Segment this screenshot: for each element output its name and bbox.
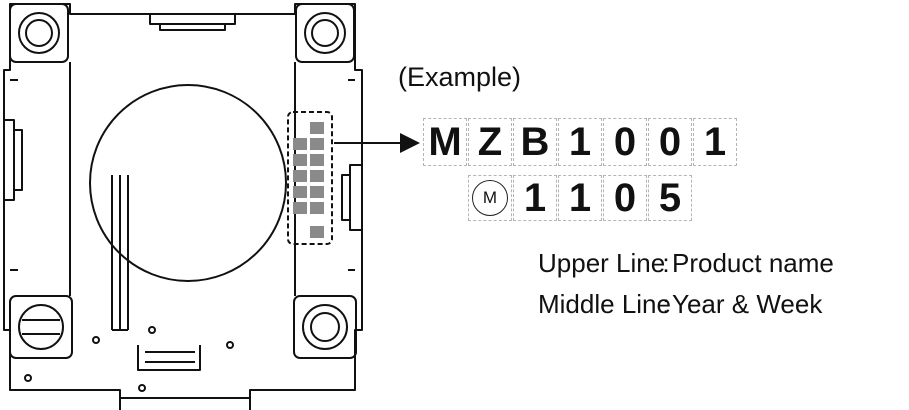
- top-clip: [149, 14, 236, 31]
- upper-char-cell: 0: [648, 118, 692, 166]
- legend-meaning: Year & Week: [672, 289, 823, 319]
- middle-char-cell: 0: [603, 175, 647, 221]
- corner-pad-bottom-right: [293, 295, 357, 359]
- middle-char-cell: 5: [648, 175, 692, 221]
- upper-char-cell: 1: [693, 118, 737, 166]
- legend-separator: :: [662, 248, 670, 278]
- component-body: [3, 3, 363, 399]
- corner-pad-top-left: [9, 3, 69, 63]
- marking-blocks: [293, 122, 324, 238]
- upper-char-cell: Z: [468, 118, 512, 166]
- legend-meaning: Product name: [672, 248, 834, 278]
- legend-separator: :: [662, 289, 670, 319]
- legend-middle-line: Middle Line:Year & Week: [538, 289, 822, 320]
- upper-char-cell: 0: [603, 118, 647, 166]
- marking-area: [287, 111, 333, 245]
- example-label: (Example): [398, 62, 522, 92]
- legend-line-label: Middle Line: [538, 289, 671, 319]
- manufacturer-mark-cell: M: [468, 175, 512, 221]
- manufacturer-mark-icon: M: [472, 180, 508, 216]
- legend-upper-line: Upper Line:Product name: [538, 248, 834, 279]
- bottom-terminal: [137, 345, 201, 371]
- legend-line-label: Upper Line: [538, 248, 666, 278]
- upper-char-cell: 1: [558, 118, 602, 166]
- corner-pad-bottom-left: [9, 295, 73, 359]
- upper-char-cell: B: [513, 118, 557, 166]
- middle-char-cell: 1: [558, 175, 602, 221]
- corner-pad-top-right: [295, 3, 355, 63]
- middle-char-cell: 1: [513, 175, 557, 221]
- upper-char-cell: M: [423, 118, 467, 166]
- rotor-circle: [89, 84, 287, 282]
